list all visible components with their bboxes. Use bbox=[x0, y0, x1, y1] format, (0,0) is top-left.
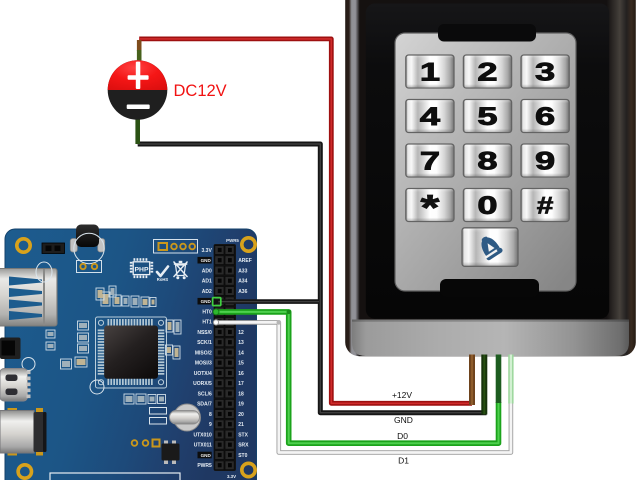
svg-text:15: 15 bbox=[238, 361, 244, 367]
svg-text:*: * bbox=[420, 188, 439, 228]
svg-text:14: 14 bbox=[238, 350, 244, 356]
svg-text:13: 13 bbox=[238, 340, 244, 346]
svg-text:RoHS: RoHS bbox=[157, 277, 169, 282]
svg-text:1: 1 bbox=[420, 58, 440, 86]
svg-text:SDA/7: SDA/7 bbox=[197, 402, 212, 408]
svg-text:SCL/6: SCL/6 bbox=[198, 391, 212, 397]
svg-text:UORX/5: UORX/5 bbox=[193, 381, 212, 387]
svg-text:DC12V: DC12V bbox=[174, 82, 227, 100]
svg-text:21: 21 bbox=[238, 422, 244, 428]
svg-text:16: 16 bbox=[238, 371, 244, 377]
svg-text:6: 6 bbox=[535, 103, 555, 131]
svg-text:UOTX/4: UOTX/4 bbox=[194, 371, 212, 377]
svg-text:8: 8 bbox=[477, 147, 497, 175]
svg-text:HT1: HT1 bbox=[202, 320, 212, 326]
svg-text:AD2: AD2 bbox=[202, 289, 212, 295]
svg-text:AREF: AREF bbox=[238, 258, 252, 264]
svg-text:19: 19 bbox=[238, 402, 244, 408]
svg-text:12: 12 bbox=[238, 330, 244, 336]
svg-text:9: 9 bbox=[535, 147, 555, 175]
svg-text:A36: A36 bbox=[238, 289, 247, 295]
svg-text:AD0: AD0 bbox=[202, 268, 212, 274]
svg-text:20: 20 bbox=[238, 412, 244, 418]
svg-text:17: 17 bbox=[238, 381, 244, 387]
svg-text:UTX011: UTX011 bbox=[194, 443, 212, 449]
svg-text:UTX010: UTX010 bbox=[193, 432, 212, 438]
svg-text:GND: GND bbox=[201, 453, 212, 458]
svg-text:D0: D0 bbox=[397, 431, 408, 441]
svg-text:MISO/2: MISO/2 bbox=[195, 350, 212, 356]
svg-text:HT0: HT0 bbox=[202, 309, 212, 315]
svg-text:STX: STX bbox=[238, 432, 248, 438]
svg-text:8: 8 bbox=[209, 412, 212, 418]
svg-text:5: 5 bbox=[477, 103, 497, 131]
svg-text:AD1: AD1 bbox=[202, 279, 212, 285]
svg-text:3.3V: 3.3V bbox=[202, 248, 213, 254]
svg-text:PWR5: PWR5 bbox=[197, 463, 212, 469]
svg-text:GND: GND bbox=[394, 415, 413, 425]
svg-text:PWR5: PWR5 bbox=[226, 238, 239, 243]
svg-text:SRX: SRX bbox=[238, 443, 249, 449]
svg-text:3.3V: 3.3V bbox=[227, 474, 236, 479]
svg-text:18: 18 bbox=[238, 391, 244, 397]
svg-text:2: 2 bbox=[477, 58, 497, 86]
svg-text:0: 0 bbox=[477, 192, 497, 220]
svg-text:D1: D1 bbox=[398, 456, 409, 466]
svg-text:SCK/1: SCK/1 bbox=[197, 340, 212, 346]
svg-text:A34: A34 bbox=[238, 279, 247, 285]
svg-text:#: # bbox=[537, 192, 554, 219]
svg-text:GND: GND bbox=[201, 299, 212, 304]
svg-text:ST0: ST0 bbox=[238, 453, 247, 459]
svg-text:3: 3 bbox=[535, 58, 555, 86]
svg-text:NSS/0: NSS/0 bbox=[197, 330, 212, 336]
svg-text:7: 7 bbox=[420, 147, 440, 175]
svg-text:MOSI/3: MOSI/3 bbox=[195, 361, 212, 367]
svg-text:PHP: PHP bbox=[135, 267, 149, 274]
svg-text:GND: GND bbox=[201, 258, 212, 263]
svg-text:A33: A33 bbox=[238, 268, 247, 274]
svg-text:9: 9 bbox=[209, 422, 212, 428]
svg-text:4: 4 bbox=[420, 103, 441, 131]
svg-text:+12V: +12V bbox=[392, 390, 412, 400]
